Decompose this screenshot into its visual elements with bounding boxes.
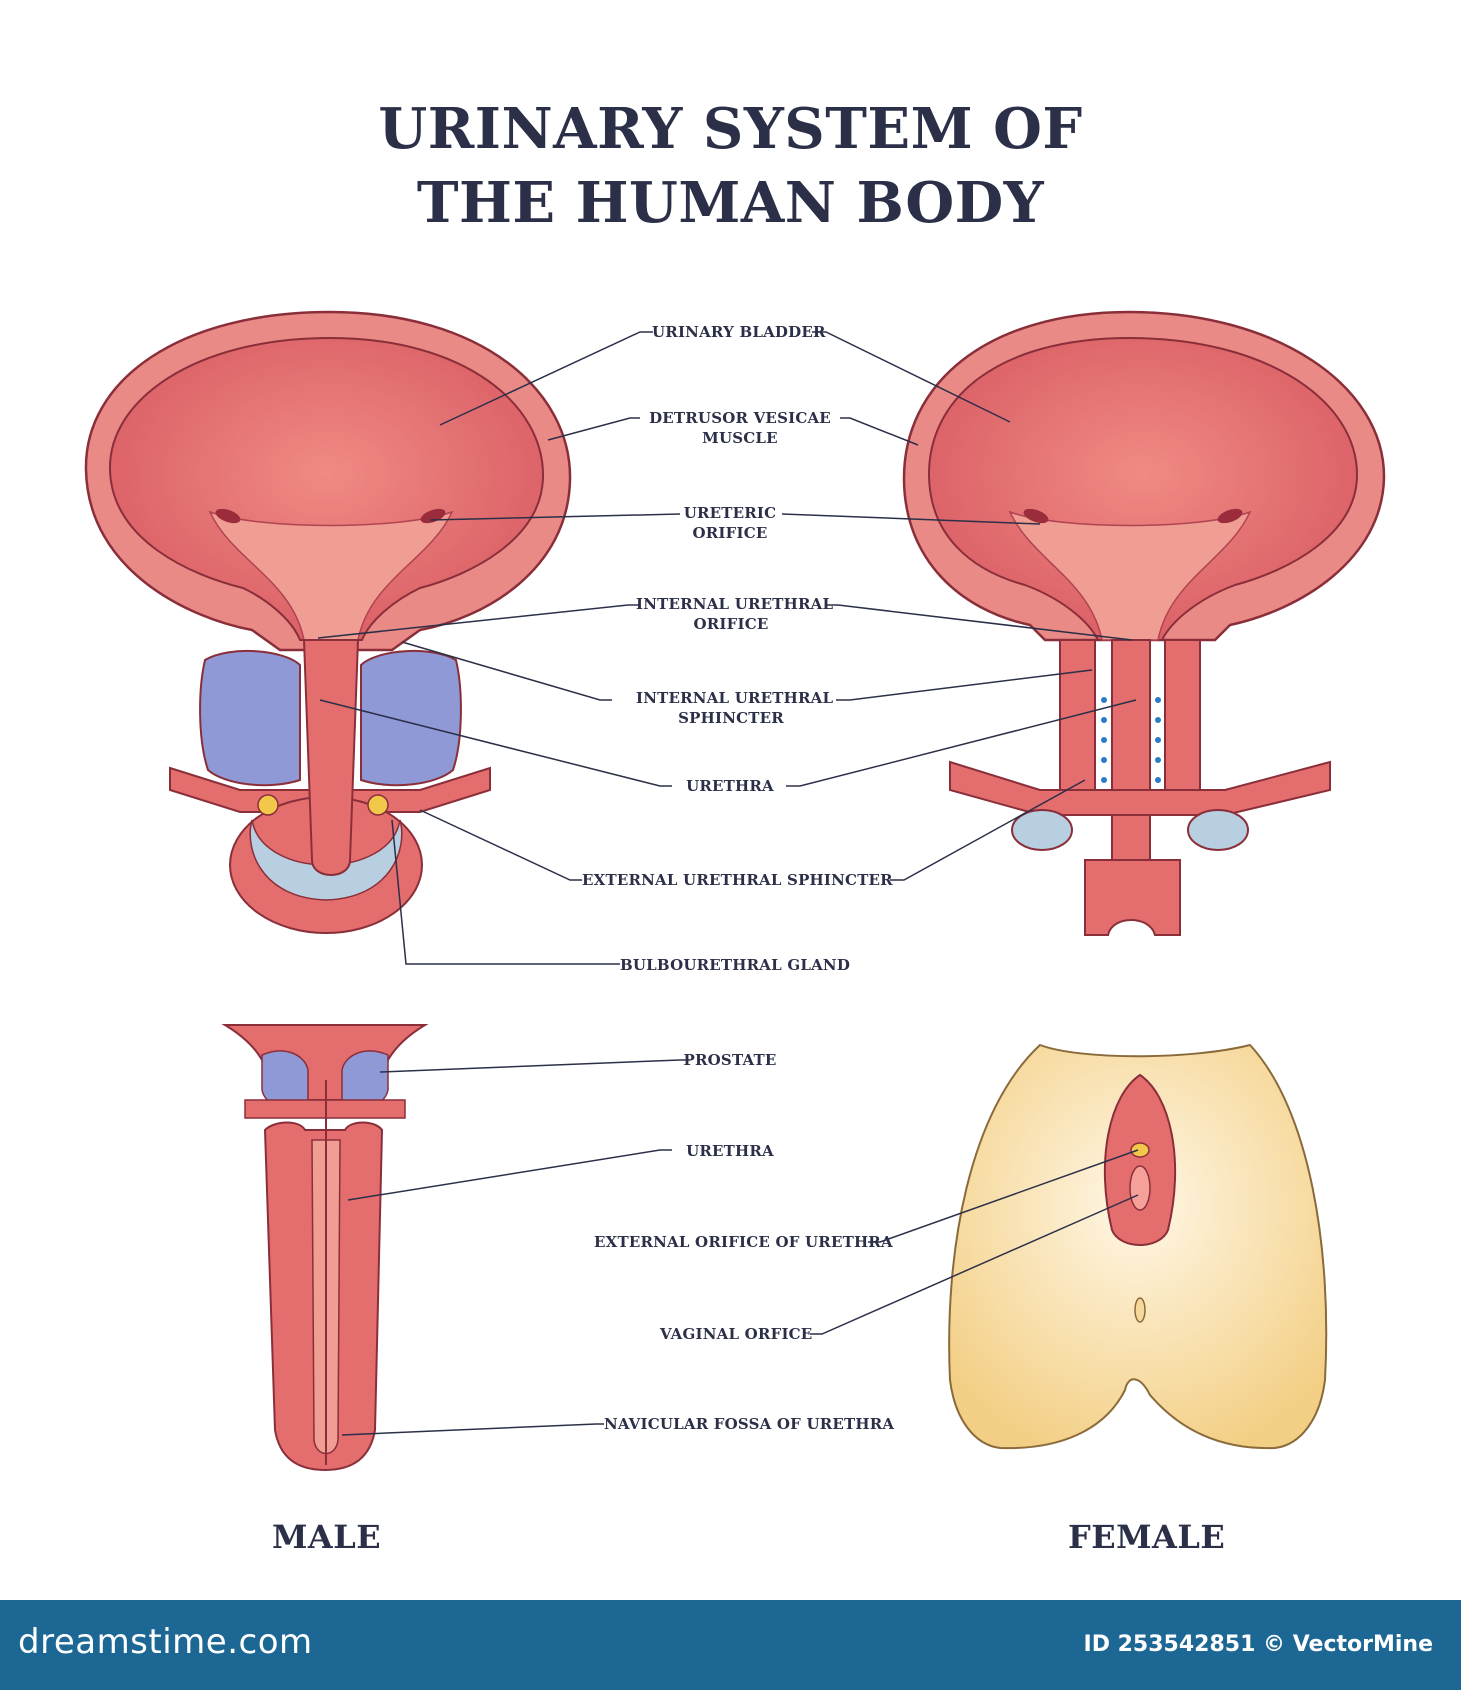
female-vaginal-opening <box>1129 1165 1151 1211</box>
label-bulbourethral-gland: BULBOURETHRAL GLAND <box>620 956 851 974</box>
label-ureteric-line-2: ORIFICE <box>692 524 768 542</box>
female-sphincter-beads <box>1101 697 1161 783</box>
label-internal-urethral-sphincter: INTERNAL URETHRAL SPHINCTER <box>636 688 834 728</box>
label-detrusor-line-1: DETRUSOR VESICAE <box>649 409 831 427</box>
footer-image-id: ID 253542851 © VectorMine <box>1083 1632 1433 1657</box>
female-bladder <box>902 310 1386 936</box>
anatomy-illustration <box>84 310 1386 1472</box>
female-muscle-right <box>1187 809 1249 851</box>
label-urethra-bottom: URETHRA <box>686 1142 774 1160</box>
footer-bar: dreamstime.com ID 253542851 © VectorMine <box>0 1600 1461 1690</box>
label-urinary-bladder: URINARY BLADDER <box>652 323 826 341</box>
female-external <box>948 1043 1328 1450</box>
label-int-sphincter-line-1: INTERNAL URETHRAL <box>636 689 834 707</box>
female-ureteric-orifice-left <box>1023 508 1049 524</box>
label-detrusor-line-2: MUSCLE <box>702 429 778 447</box>
female-ureteric-orifice-right <box>1217 508 1243 524</box>
male-bulbourethral-gland-left <box>257 794 279 816</box>
title-line-2: THE HUMAN BODY <box>416 170 1045 236</box>
male-urethra-tube <box>302 639 360 876</box>
label-urethra-top: URETHRA <box>686 777 774 795</box>
section-female-label: FEMALE <box>1068 1518 1226 1556</box>
female-muscle-left <box>1011 809 1073 851</box>
male-bladder <box>84 310 572 934</box>
label-ureteric-orifice: URETERIC ORIFICE <box>680 503 780 543</box>
female-skin <box>948 1043 1328 1450</box>
label-external-orifice: EXTERNAL ORIFICE OF URETHRA <box>594 1233 893 1251</box>
male-trigone <box>208 510 454 641</box>
male-ureteric-orifice-left <box>215 508 241 524</box>
leader-lines <box>317 331 1139 1436</box>
label-navicular-fossa: NAVICULAR FOSSA OF URETHRA <box>604 1415 895 1433</box>
male-bulbourethral-gland-right <box>367 794 389 816</box>
female-trigone <box>1008 510 1252 641</box>
footer-site-logo[interactable]: dreamstime.com <box>18 1622 313 1662</box>
female-vagina-base <box>1084 859 1181 936</box>
page-title: URINARY SYSTEM OF THE HUMAN BODY <box>0 92 1461 240</box>
female-anus <box>1134 1297 1146 1323</box>
title-line-1: URINARY SYSTEM OF <box>378 96 1083 162</box>
label-prostate: PROSTATE <box>683 1051 777 1069</box>
label-ureteric-line-1: URETERIC <box>683 504 777 522</box>
label-int-sphincter-line-2: SPHINCTER <box>678 709 784 727</box>
male-penis-prostate-right <box>341 1050 389 1109</box>
label-external-urethral-sphincter: EXTERNAL URETHRAL SPHINCTER <box>582 871 893 889</box>
female-urethral-opening <box>1130 1142 1150 1158</box>
female-urethra-tube <box>1111 639 1151 881</box>
female-wall-right <box>1164 639 1201 811</box>
label-internal-urethral-orifice: INTERNAL URETHRAL ORIFICE <box>636 594 834 634</box>
male-prostate-right <box>360 650 462 787</box>
label-int-orifice-line-1: INTERNAL URETHRAL <box>636 595 834 613</box>
label-detrusor: DETRUSOR VESICAE MUSCLE <box>640 408 840 448</box>
male-prostate-left <box>199 650 301 787</box>
male-penis <box>221 1024 429 1472</box>
label-int-orifice-line-2: ORIFICE <box>693 615 769 633</box>
male-penis-prostate-left <box>261 1050 309 1109</box>
label-vaginal-orifice: VAGINAL ORFICE <box>660 1325 813 1343</box>
section-male-label: MALE <box>272 1518 382 1556</box>
